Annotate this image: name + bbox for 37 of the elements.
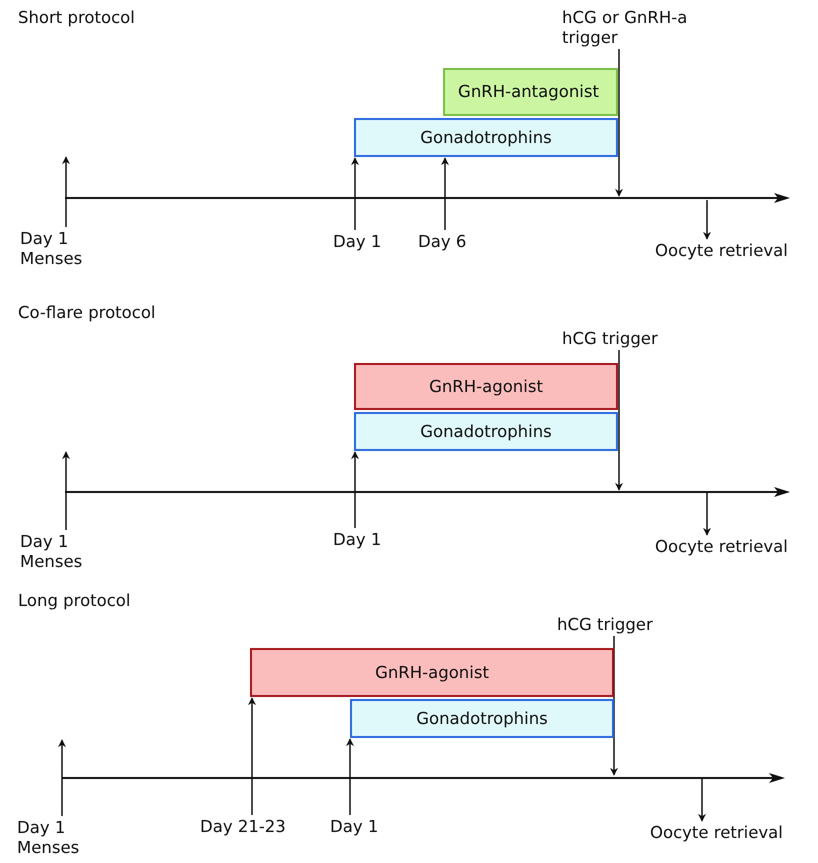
day-label: Day 1 (330, 817, 378, 837)
arrow (62, 451, 70, 530)
arrow (351, 451, 359, 528)
day-label: Day 21-23 (200, 817, 286, 837)
arrow (615, 49, 623, 197)
arrow (441, 157, 449, 230)
trigger-label: hCG trigger (557, 615, 653, 635)
drug-bar: Gonadotrophins (350, 699, 614, 738)
drug-bar: GnRH-agonist (250, 648, 614, 697)
event-label: Oocyte retrieval (655, 241, 788, 261)
arrow (698, 779, 706, 822)
panel-title: Long protocol (18, 591, 130, 610)
trigger-label: hCG trigger (562, 329, 658, 349)
day-label: Day 1 Menses (17, 818, 97, 858)
arrow (703, 493, 711, 536)
event-label: Oocyte retrieval (650, 823, 783, 843)
arrow (346, 738, 354, 815)
drug-bar: GnRH-antagonist (443, 68, 618, 116)
panel-title: Co-flare protocol (18, 303, 156, 322)
arrow (62, 156, 70, 227)
arrow (703, 200, 711, 240)
arrow (615, 350, 623, 491)
day-label: Day 6 (418, 232, 466, 252)
arrow (351, 157, 359, 230)
trigger-label: hCG or GnRH-a trigger (562, 8, 692, 48)
day-label: Day 1 (333, 530, 382, 550)
panel-title: Short protocol (18, 8, 135, 27)
day-label: Day 1 (333, 232, 382, 252)
day-label: Day 1 Menses (20, 532, 100, 572)
drug-bar: Gonadotrophins (354, 412, 618, 451)
arrow (58, 739, 66, 816)
arrow (610, 636, 618, 776)
drug-bar: GnRH-agonist (354, 363, 618, 410)
event-label: Oocyte retrieval (655, 537, 788, 557)
drug-bar: Gonadotrophins (354, 118, 618, 157)
arrow (248, 697, 256, 815)
day-label: Day 1 Menses (20, 229, 100, 269)
